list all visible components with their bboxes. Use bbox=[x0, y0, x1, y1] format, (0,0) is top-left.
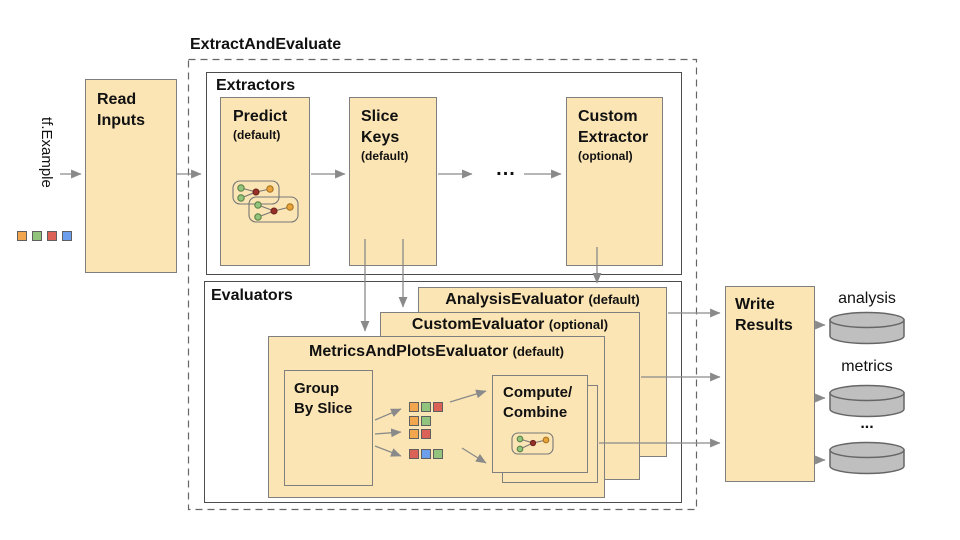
compute-combine-box: Compute/ Combine bbox=[492, 375, 588, 473]
predict-label: Predict bbox=[233, 108, 288, 125]
custom-extractor-box: Custom Extractor (optional) bbox=[566, 97, 663, 266]
custom-evaluator-label: CustomEvaluator bbox=[411, 316, 545, 333]
compute-combine-label-line1: Compute/ bbox=[503, 384, 573, 401]
slice-keys-label-line1: Slice bbox=[361, 108, 399, 125]
read-inputs-label-line1: Read bbox=[97, 91, 137, 108]
blue-square bbox=[62, 231, 72, 241]
slice-keys-qualifier: (default) bbox=[361, 149, 409, 163]
custom-extractor-label-line2: Extractor bbox=[578, 129, 649, 146]
group-by-slice-box: Group By Slice bbox=[284, 370, 373, 486]
orange-square bbox=[409, 429, 419, 439]
custom-extractor-label-line1: Custom bbox=[578, 108, 638, 125]
extractors-ellipsis: ... bbox=[496, 158, 516, 180]
red-square bbox=[421, 429, 431, 439]
metrics-output-label: metrics bbox=[841, 358, 893, 375]
slice-group-row bbox=[409, 402, 443, 412]
input-label: tf.Example bbox=[38, 117, 55, 188]
red-square bbox=[47, 231, 57, 241]
slice-group-row bbox=[409, 449, 443, 459]
evaluators-section-label: Evaluators bbox=[211, 287, 293, 304]
read-inputs-box: Read Inputs bbox=[85, 79, 177, 273]
more-db-icon bbox=[829, 441, 905, 475]
slice-group-row bbox=[409, 416, 431, 426]
analysis-evaluator-qualifier: (default) bbox=[588, 292, 640, 307]
metrics-and-plots-evaluator-label: MetricsAndPlotsEvaluator bbox=[309, 343, 509, 360]
custom-evaluator-qualifier: (optional) bbox=[548, 317, 609, 332]
orange-square bbox=[17, 231, 27, 241]
group-by-slice-label-line2: By Slice bbox=[294, 400, 353, 417]
predict-extractor-box: Predict (default) bbox=[220, 97, 310, 266]
write-results-box: Write Results bbox=[725, 286, 815, 482]
green-square bbox=[32, 231, 42, 241]
slice-keys-label-line2: Keys bbox=[361, 129, 400, 146]
read-inputs-label-line2: Inputs bbox=[97, 112, 145, 129]
green-square bbox=[421, 416, 431, 426]
red-square bbox=[433, 402, 443, 412]
extractors-section-label: Extractors bbox=[216, 77, 296, 94]
green-square bbox=[421, 402, 431, 412]
compute-combine-label-line2: Combine bbox=[503, 404, 568, 421]
green-square bbox=[433, 449, 443, 459]
more-outputs-label: ... bbox=[860, 415, 874, 432]
metrics-db-icon bbox=[829, 384, 905, 418]
blue-square bbox=[421, 449, 431, 459]
slice-group-row bbox=[409, 429, 431, 439]
custom-extractor-qualifier: (optional) bbox=[578, 149, 633, 163]
group-by-slice-label-line1: Group bbox=[294, 380, 339, 397]
predict-qualifier: (default) bbox=[233, 128, 281, 142]
diagram-title: ExtractAndEvaluate bbox=[190, 36, 342, 53]
write-results-label-line2: Results bbox=[735, 317, 793, 334]
analysis-output-label: analysis bbox=[838, 290, 896, 307]
slice-keys-extractor-box: Slice Keys (default) bbox=[349, 97, 437, 266]
analysis-db-icon bbox=[829, 311, 905, 345]
orange-square bbox=[409, 416, 419, 426]
input-examples-squares bbox=[17, 231, 72, 241]
metrics-and-plots-evaluator-qualifier: (default) bbox=[512, 344, 564, 359]
analysis-evaluator-label: AnalysisEvaluator bbox=[445, 291, 584, 308]
orange-square bbox=[409, 402, 419, 412]
write-results-label-line1: Write bbox=[735, 296, 775, 313]
red-square bbox=[409, 449, 419, 459]
